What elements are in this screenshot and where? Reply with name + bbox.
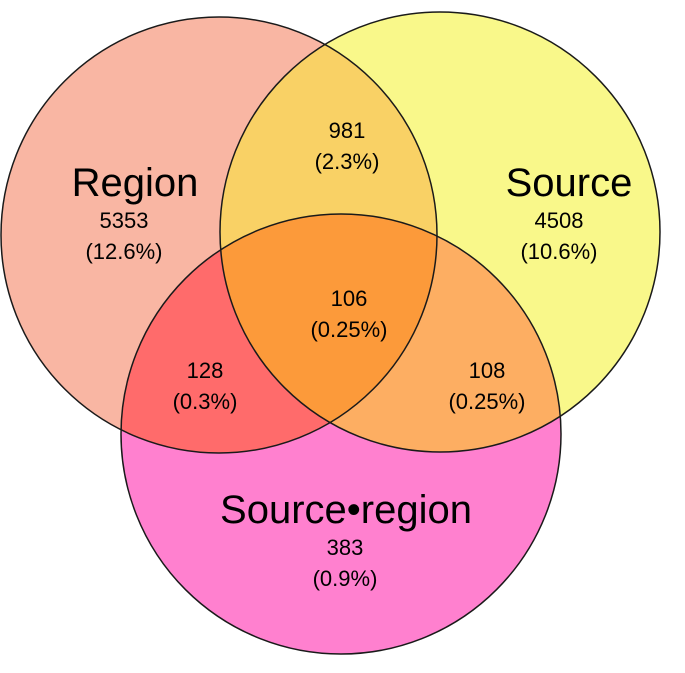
source-region-outline [120, 213, 562, 655]
region-source-count: 981 [329, 118, 366, 143]
region-label: Region [72, 161, 199, 205]
region-count: 5353 [100, 208, 149, 233]
region-pct: (12.6%) [85, 239, 162, 264]
source-count: 4508 [535, 208, 584, 233]
all-count: 106 [331, 286, 368, 311]
source-outline [219, 11, 661, 453]
source-region-label: Source•region [220, 488, 472, 532]
all-pct: (0.25%) [310, 317, 387, 342]
region-source-region-count: 128 [187, 358, 224, 383]
source-label: Source [506, 161, 633, 205]
source-source-region-count: 108 [469, 358, 506, 383]
source-region-count: 383 [327, 535, 364, 560]
source-region-pct: (0.9%) [313, 566, 378, 591]
region-source-region-pct: (0.3%) [173, 389, 238, 414]
region-outline [0, 16, 438, 454]
source-pct: (10.6%) [520, 239, 597, 264]
region-source-pct: (2.3%) [315, 149, 380, 174]
source-source-region-pct: (0.25%) [448, 389, 525, 414]
